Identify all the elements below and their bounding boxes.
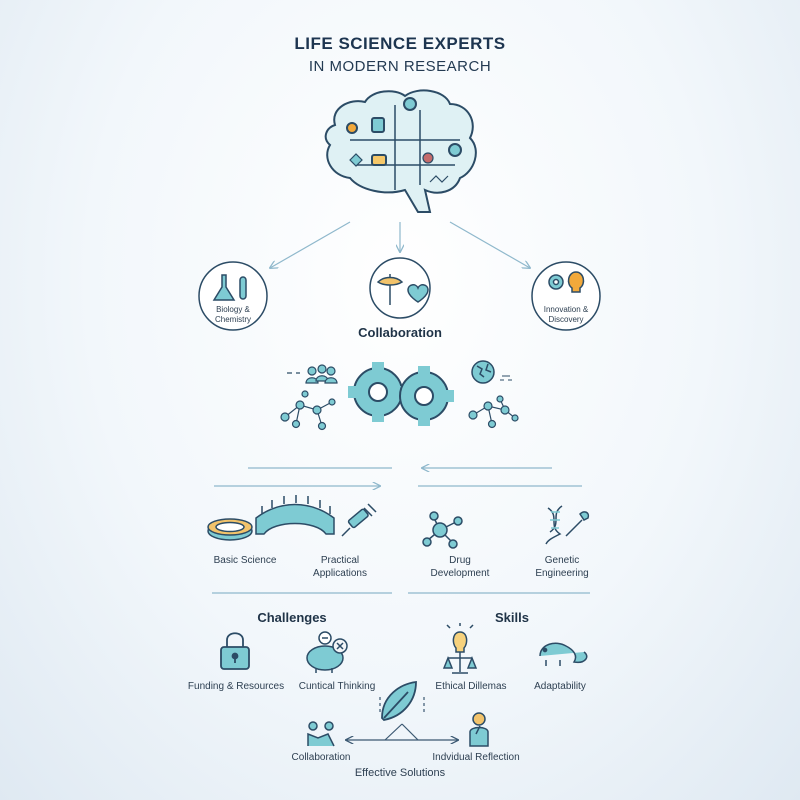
leaf-icon [381, 680, 417, 721]
funding-resources-label: Funding & Resources [187, 681, 285, 692]
gears-icon [348, 362, 454, 426]
innovation-discovery-label: Innovation & Discovery [543, 305, 589, 324]
page-subtitle: IN MODERN RESEARCH [308, 58, 492, 75]
syringe-icon [341, 503, 377, 537]
flask-icon [212, 274, 247, 301]
dna-wrench-icon [545, 505, 590, 545]
genetic-engineering-label: Genetic Engineering [535, 555, 589, 579]
challenges-heading: Challenges [257, 610, 327, 625]
connector-lines [212, 468, 590, 594]
chameleon-icon [539, 642, 588, 666]
biology-chemistry-node [198, 261, 268, 331]
molecule-network-left-icon [280, 390, 336, 431]
bottom-arrows [346, 723, 458, 740]
petri-dish-icon [207, 518, 253, 541]
thinking-person-icon [469, 712, 489, 747]
team-icon [287, 364, 338, 384]
brain-arrows [270, 221, 530, 268]
drug-development-label: Drug Development [430, 555, 490, 579]
effective-solutions-label: Effective Solutions [354, 767, 446, 779]
ethical-dilemmas-label: Ethical Dillemas [435, 681, 507, 692]
critical-thinking-label: Cuntical Thinking [298, 681, 376, 692]
practical-applications-label: Practical Applications [313, 555, 367, 579]
individual-reflection-label: Indvidual Reflection [432, 752, 520, 763]
basic-science-label: Basic Science [213, 555, 277, 566]
globe-icon [471, 360, 512, 384]
molecule-icon [422, 511, 463, 549]
footer-collaboration-label: Collaboration [291, 752, 351, 763]
molecule-network-right-icon [468, 395, 519, 429]
lock-icon [220, 632, 250, 670]
leaf-dashes [379, 696, 425, 712]
skills-heading: Skills [495, 610, 529, 625]
brain-icon [324, 89, 477, 213]
biology-chemistry-label: Biology & Chemistry [214, 305, 251, 324]
caduceus-heart-icon [376, 274, 429, 305]
bridge-icon [255, 495, 335, 535]
collaboration-node [369, 257, 431, 319]
collaboration-label: Collaboration [358, 325, 442, 340]
adaptability-label: Adaptability [534, 681, 586, 692]
bulb-scales-icon [442, 623, 478, 674]
gear-bulb-icon [548, 271, 585, 293]
handshake-icon [307, 721, 335, 747]
piggy-bank-icon [306, 631, 348, 673]
page-title: LIFE SCIENCE EXPERTS [294, 34, 506, 53]
